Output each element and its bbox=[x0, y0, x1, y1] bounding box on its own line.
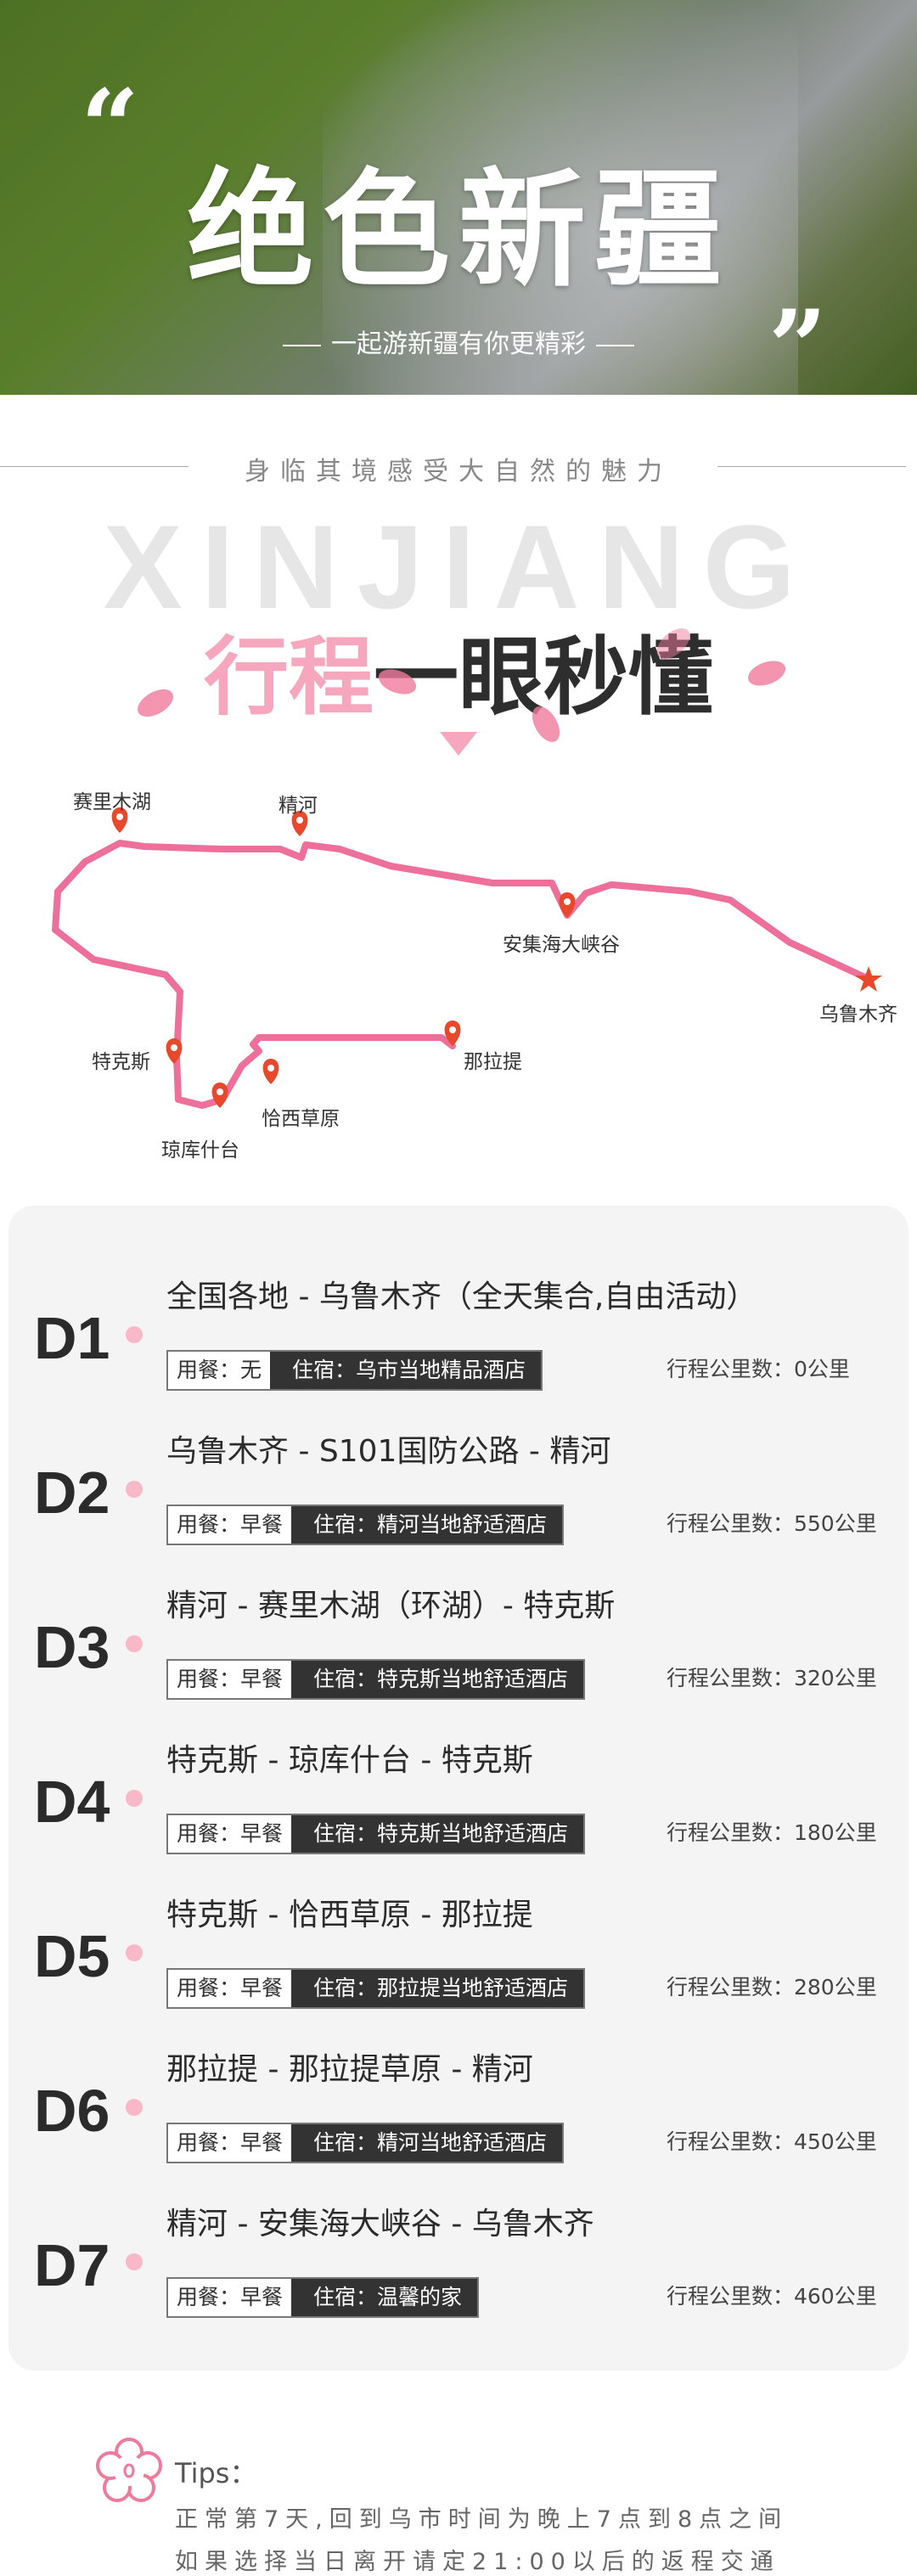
hotel-tag: 住宿：精河当地舒适酒店 bbox=[291, 1506, 563, 1544]
day-number: D1 bbox=[34, 1305, 110, 1371]
itinerary-card bbox=[8, 1206, 909, 2371]
hotel-tag: 住宿：特克斯当地舒适酒店 bbox=[291, 1815, 584, 1853]
day-number: D5 bbox=[34, 1923, 110, 1989]
hero-subtitle: 一起游新疆有你更精彩 bbox=[0, 323, 917, 360]
down-triangle-icon bbox=[440, 732, 477, 756]
map-pin-dot bbox=[171, 1044, 177, 1051]
map-label: 琼库什台 bbox=[161, 1139, 239, 1161]
day-number: D4 bbox=[34, 1769, 110, 1835]
pink-dot bbox=[126, 1481, 143, 1498]
map-pin-dot bbox=[449, 1026, 456, 1033]
hero-title: 绝色新疆 bbox=[186, 157, 730, 305]
distance-text: 行程公里数：450公里 bbox=[667, 2129, 877, 2154]
map-label: 恰西草原 bbox=[262, 1108, 340, 1130]
hotel-tag: 住宿：精河当地舒适酒店 bbox=[291, 2124, 563, 2162]
divider bbox=[0, 466, 188, 467]
hotel-tag: 住宿：乌市当地精品酒店 bbox=[270, 1352, 542, 1389]
day-title: 那拉提 - 那拉提草原 - 精河 bbox=[166, 2052, 533, 2087]
divider bbox=[717, 466, 906, 467]
map-label: 特克斯 bbox=[92, 1051, 150, 1073]
day-row: D1 全国各地 - 乌鲁木齐（全天集合,自由活动） 用餐：无 住宿：乌市当地精品… bbox=[0, 1248, 917, 1392]
open-quote-icon: “ bbox=[81, 67, 140, 187]
hotel-tag: 住宿：特克斯当地舒适酒店 bbox=[291, 1661, 584, 1698]
flower-icon bbox=[96, 2438, 162, 2502]
map-label: 乌鲁木齐 bbox=[819, 1004, 897, 1026]
route-line bbox=[52, 840, 872, 1109]
map-pin-dot bbox=[564, 898, 571, 905]
pink-dot bbox=[126, 1326, 143, 1343]
day-title: 精河 - 赛里木湖（环湖）- 特克斯 bbox=[166, 1589, 616, 1623]
day-number: D6 bbox=[34, 2078, 110, 2144]
map-label: 精河 bbox=[278, 795, 318, 817]
day-row: D2 乌鲁木齐 - S101国防公路 - 精河 用餐：早餐 住宿：精河当地舒适酒… bbox=[0, 1403, 917, 1547]
pink-dot bbox=[126, 1635, 143, 1652]
pink-dot bbox=[126, 2253, 143, 2270]
hero-banner: “ ” 绝色新疆 一起游新疆有你更精彩 bbox=[0, 0, 917, 395]
hero-overlay bbox=[0, 0, 917, 395]
map-pin-dot bbox=[296, 817, 303, 824]
day-number: D3 bbox=[34, 1614, 110, 1680]
day-row: D6 那拉提 - 那拉提草原 - 精河 用餐：早餐 住宿：精河当地舒适酒店 行程… bbox=[0, 2021, 917, 2165]
day-row: D4 特克斯 - 琼库什台 - 特克斯 用餐：早餐 住宿：特克斯当地舒适酒店 行… bbox=[0, 1712, 917, 1856]
distance-text: 行程公里数：550公里 bbox=[667, 1511, 877, 1536]
hotel-tag: 住宿：温馨的家 bbox=[291, 2279, 478, 2316]
tips-title: Tips： bbox=[175, 2457, 257, 2489]
day-title: 精河 - 安集海大峡谷 - 乌鲁木齐 bbox=[166, 2207, 594, 2241]
distance-text: 行程公里数：320公里 bbox=[667, 1666, 877, 1690]
hero-photo bbox=[323, 0, 798, 395]
distance-text: 行程公里数：460公里 bbox=[667, 2284, 877, 2309]
day-tags: 用餐：早餐 住宿：特克斯当地舒适酒店 bbox=[166, 1659, 586, 1700]
route-svg bbox=[52, 807, 882, 1109]
map-pin-dot bbox=[217, 1088, 223, 1095]
day-number: D2 bbox=[34, 1460, 110, 1526]
meal-tag: 用餐：早餐 bbox=[168, 2279, 292, 2316]
day-tags: 用餐：早餐 住宿：精河当地舒适酒店 bbox=[166, 1505, 565, 1545]
close-quote-icon: ” bbox=[768, 288, 828, 396]
meal-tag: 用餐：早餐 bbox=[168, 1970, 292, 2007]
day-row: D3 精河 - 赛里木湖（环湖）- 特克斯 用餐：早餐 住宿：特克斯当地舒适酒店… bbox=[0, 1557, 917, 1701]
tips-line: 正常第7天,回到乌市时间为晚上7点到8点之间 bbox=[175, 2506, 789, 2533]
heading-pink: 行程 bbox=[204, 627, 374, 727]
meal-tag: 用餐：早餐 bbox=[168, 2124, 292, 2162]
distance-text: 行程公里数：180公里 bbox=[667, 1820, 877, 1845]
distance-text: 行程公里数：0公里 bbox=[667, 1357, 850, 1381]
hero-subtitle-text: 一起游新疆有你更精彩 bbox=[331, 329, 586, 359]
day-number: D7 bbox=[34, 2232, 110, 2298]
watermark-text: XINJIANG bbox=[103, 500, 814, 633]
day-tags: 用餐：早餐 住宿：温馨的家 bbox=[166, 2277, 480, 2318]
map-pin-dot bbox=[267, 1065, 274, 1071]
map-pin-dot bbox=[116, 813, 123, 820]
day-tags: 用餐：早餐 住宿：那拉提当地舒适酒店 bbox=[166, 1968, 586, 2009]
hotel-tag: 住宿：那拉提当地舒适酒店 bbox=[291, 1970, 584, 2007]
meal-tag: 用餐：早餐 bbox=[168, 1815, 292, 1853]
route-map: 赛里木湖 精河 安集海大峡谷 乌鲁木齐 特克斯 琼库什台 恰西草原 那拉提 bbox=[0, 764, 917, 1189]
tagline: 身临其境感受大自然的魅力 bbox=[245, 457, 672, 487]
distance-text: 行程公里数：280公里 bbox=[667, 1975, 877, 1999]
day-row: D7 精河 - 安集海大峡谷 - 乌鲁木齐 用餐：早餐 住宿：温馨的家 行程公里… bbox=[0, 2175, 917, 2320]
day-tags: 用餐：早餐 住宿：特克斯当地舒适酒店 bbox=[166, 1814, 586, 1854]
day-tags: 用餐：早餐 住宿：精河当地舒适酒店 bbox=[166, 2123, 565, 2163]
star-icon bbox=[855, 966, 882, 992]
meal-tag: 用餐：无 bbox=[168, 1352, 271, 1389]
pink-dot bbox=[126, 2099, 143, 2116]
map-label: 赛里木湖 bbox=[73, 791, 151, 813]
meal-tag: 用餐：早餐 bbox=[168, 1506, 292, 1544]
day-title: 乌鲁木齐 - S101国防公路 - 精河 bbox=[166, 1434, 611, 1469]
day-title: 全国各地 - 乌鲁木齐（全天集合,自由活动） bbox=[166, 1280, 757, 1314]
day-tags: 用餐：无 住宿：乌市当地精品酒店 bbox=[166, 1350, 543, 1391]
day-title: 特克斯 - 恰西草原 - 那拉提 bbox=[166, 1898, 533, 1932]
pink-dot bbox=[126, 1790, 143, 1807]
pink-dot bbox=[126, 1944, 143, 1961]
map-label: 安集海大峡谷 bbox=[503, 934, 620, 956]
tips-line: 如果选择当日离开请定21:00以后的返程交通 bbox=[175, 2549, 780, 2575]
meal-tag: 用餐：早餐 bbox=[168, 1661, 292, 1698]
day-title: 特克斯 - 琼库什台 - 特克斯 bbox=[166, 1743, 533, 1778]
day-row: D5 特克斯 - 恰西草原 - 那拉提 用餐：早餐 住宿：那拉提当地舒适酒店 行… bbox=[0, 1866, 917, 2011]
map-label: 那拉提 bbox=[464, 1051, 522, 1073]
